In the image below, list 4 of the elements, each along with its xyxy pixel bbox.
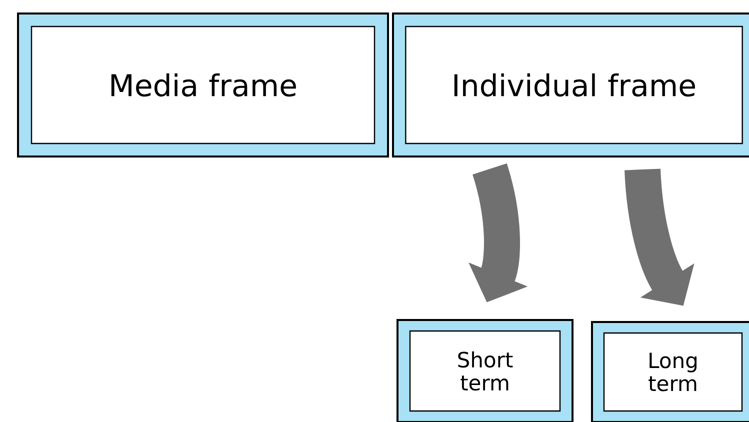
frame-box: Long term <box>591 321 749 422</box>
frame-box: Individual frame <box>392 12 749 158</box>
frame-box: Media frame <box>17 12 389 158</box>
frame-box: Short term <box>396 319 574 422</box>
